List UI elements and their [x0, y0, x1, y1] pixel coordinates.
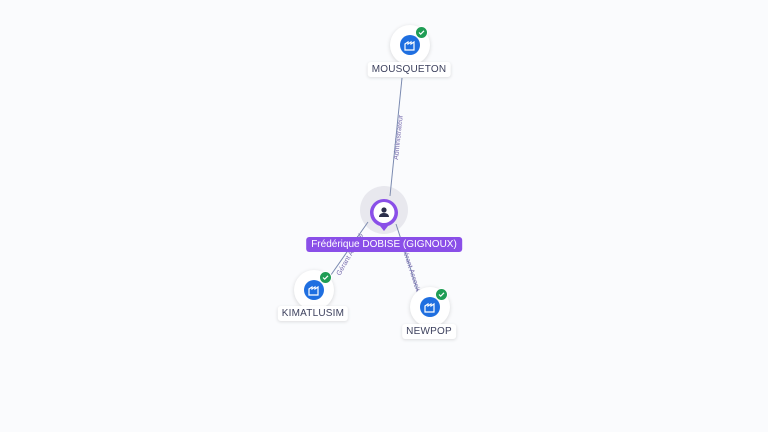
company-node-kimatlusim[interactable]: [294, 270, 334, 310]
verified-check-icon: [319, 271, 332, 284]
company-label-kimatlusim[interactable]: KIMATLUSIM: [277, 306, 349, 321]
person-node[interactable]: [369, 198, 399, 231]
company-node-newpop[interactable]: [410, 287, 450, 327]
edge-label-administrateur: Administrateur: [393, 114, 405, 160]
building-icon: [400, 35, 420, 55]
building-icon: [304, 280, 324, 300]
company-label-mousqueton[interactable]: MOUSQUETON: [367, 62, 451, 77]
person-pin-icon: [370, 199, 398, 231]
company-label-newpop[interactable]: NEWPOP: [402, 324, 456, 339]
edge-label-gerant-newpop: Gérant Associé: [400, 246, 421, 293]
verified-check-icon: [435, 288, 448, 301]
verified-check-icon: [415, 26, 428, 39]
edge-administrateur: Administrateur: [389, 77, 405, 197]
edge-gerant-newpop: Gérant Associé: [395, 223, 421, 299]
building-icon: [420, 297, 440, 317]
edge-gerant-kimatlusim: Gérant Associé: [325, 221, 369, 283]
person-name-label[interactable]: Frédérique DOBISE (GIGNOUX): [306, 237, 462, 252]
company-node-mousqueton[interactable]: [390, 25, 430, 65]
